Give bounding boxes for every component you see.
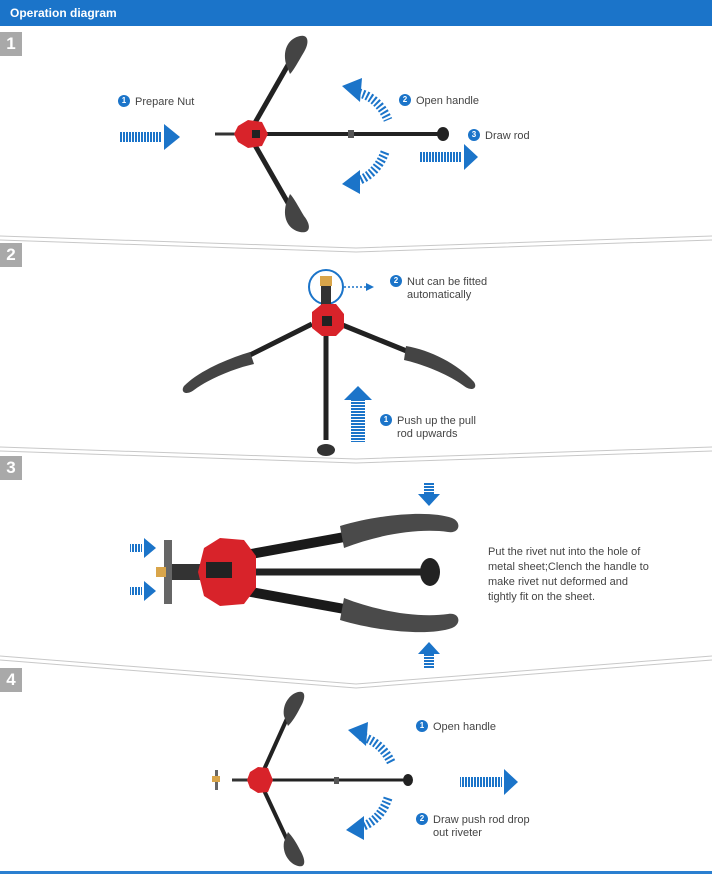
press-up-arrow-icon — [418, 642, 440, 668]
step-badge: 2 — [416, 813, 428, 826]
step-number: 3 — [0, 456, 22, 480]
label-draw-push-rod: 2 Draw push rod drop out riveter — [416, 813, 530, 840]
header-title: Operation diagram — [10, 6, 117, 20]
curved-arrow-down-icon — [342, 150, 390, 194]
step-badge: 1 — [416, 720, 428, 733]
label-text: Open handle — [433, 721, 496, 733]
label-text-line1: Push up the pull — [397, 415, 476, 427]
description-line1: Put the rivet nut into the hole of — [488, 546, 641, 558]
description-line4: tightly fit on the sheet. — [488, 591, 596, 603]
label-text-line2: rod upwards — [397, 428, 458, 440]
riveter-tool-icon — [182, 269, 476, 456]
push-arrow-icon — [120, 124, 180, 150]
curved-arrow-up-icon — [348, 722, 397, 767]
draw-arrow-icon — [420, 144, 478, 170]
label-text: Prepare Nut — [135, 96, 195, 108]
pointer-arrow-icon — [344, 283, 374, 291]
label-text-line2: out riveter — [433, 827, 482, 839]
step-badge: 3 — [468, 129, 480, 142]
riveter-tool-icon — [215, 35, 449, 233]
push-arrow-icon — [130, 538, 156, 558]
label-open-handle: 2 Open handle — [399, 94, 479, 108]
step-badge: 2 — [399, 94, 411, 107]
curved-arrow-up-icon — [342, 78, 393, 122]
bottom-bar — [0, 871, 712, 874]
riveter-tool-icon — [156, 513, 459, 633]
step-badge: 1 — [118, 95, 130, 108]
label-text: Open handle — [416, 95, 479, 107]
label-nut-fitted: 2 Nut can be fitted automatically — [390, 275, 488, 302]
label-text-line1: Nut can be fitted — [407, 276, 488, 288]
label-open-handle-4: 1 Open handle — [416, 720, 496, 734]
page-header: Operation diagram — [0, 0, 712, 26]
step-number: 2 — [0, 243, 22, 267]
label-text-line1: Draw push rod drop — [433, 814, 530, 826]
step-number: 4 — [0, 668, 22, 692]
push-arrow-icon — [130, 581, 156, 601]
description-line3: make rivet nut deformed and — [488, 576, 629, 588]
press-down-arrow-icon — [418, 482, 440, 506]
label-push-up: 1 Push up the pull rod upwards — [380, 414, 476, 441]
step-badge: 2 — [390, 275, 402, 288]
riveter-tool-icon — [212, 691, 413, 867]
step-3-description: Put the rivet nut into the hole of metal… — [488, 545, 649, 605]
label-prepare-nut: 1 Prepare Nut — [118, 95, 195, 109]
step-badge: 1 — [380, 414, 392, 427]
curved-arrow-down-icon — [346, 796, 393, 840]
description-line2: metal sheet;Clench the handle to — [488, 561, 649, 573]
draw-arrow-icon — [460, 769, 518, 795]
label-draw-rod: 3 Draw rod — [468, 129, 530, 143]
label-text-line2: automatically — [407, 289, 472, 301]
label-text: Draw rod — [485, 130, 530, 142]
push-up-arrow-icon — [344, 386, 372, 442]
step-number: 1 — [0, 32, 22, 56]
